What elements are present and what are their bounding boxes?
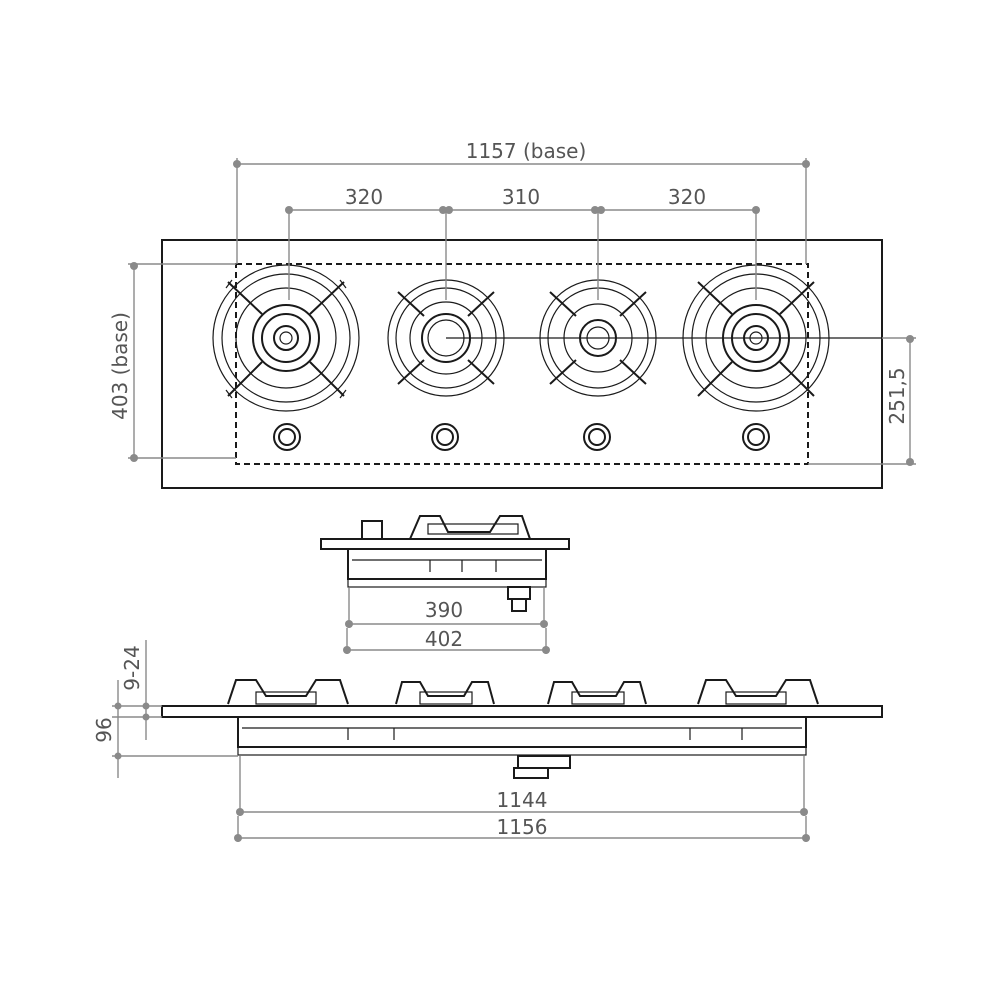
dimension-burner-spacing: 320 310 320 — [285, 185, 760, 300]
glass-thickness-label: 9-24 — [120, 645, 144, 690]
knob-2 — [431, 423, 459, 451]
dimension-glass-thickness: 9-24 — [112, 640, 162, 740]
burner-axis-label: 251,5 — [885, 367, 909, 424]
spacing-right-label: 320 — [668, 185, 706, 209]
front-outer-width-label: 1156 — [497, 815, 548, 839]
side-glass-top — [320, 538, 570, 550]
dimension-height: 96 — [92, 680, 238, 778]
spacing-left-label: 320 — [345, 185, 383, 209]
dimension-base-width: 1157 (base) — [233, 139, 810, 264]
burner-left — [212, 264, 360, 412]
side-view: 390 402 — [320, 515, 570, 654]
knob-1 — [273, 423, 301, 451]
control-knobs — [273, 423, 770, 451]
top-view: 1157 (base) 320 310 320 — [108, 139, 916, 489]
side-outer-width-label: 402 — [425, 627, 463, 651]
knob-3 — [583, 423, 611, 451]
front-gas-connector — [517, 755, 571, 769]
side-gas-connector — [507, 586, 531, 600]
side-inner-width-label: 390 — [425, 598, 463, 622]
side-pan-support — [409, 515, 531, 540]
spacing-middle-label: 310 — [502, 185, 540, 209]
dimension-front-inner: 1144 — [236, 756, 808, 816]
dimension-side-inner: 390 — [345, 588, 548, 628]
base-depth-label: 403 (base) — [108, 312, 132, 420]
base-outline-dashed — [235, 263, 809, 465]
front-body — [237, 716, 807, 748]
glass-plate-outline — [161, 239, 883, 489]
side-knob — [361, 520, 383, 540]
dimension-front-outer: 1156 — [234, 815, 810, 842]
front-glass-plate — [161, 705, 883, 718]
front-view: 9-24 96 1144 1156 — [92, 640, 883, 842]
height-label: 96 — [92, 717, 116, 742]
front-inner-width-label: 1144 — [497, 788, 548, 812]
dimension-side-outer: 402 — [343, 627, 550, 654]
dimension-burner-axis: 251,5 — [808, 335, 916, 466]
dimension-base-depth: 403 (base) — [108, 262, 236, 462]
base-width-label: 1157 (base) — [466, 139, 587, 163]
knob-4 — [742, 423, 770, 451]
side-body — [347, 548, 547, 580]
front-pan-supports — [227, 679, 819, 705]
